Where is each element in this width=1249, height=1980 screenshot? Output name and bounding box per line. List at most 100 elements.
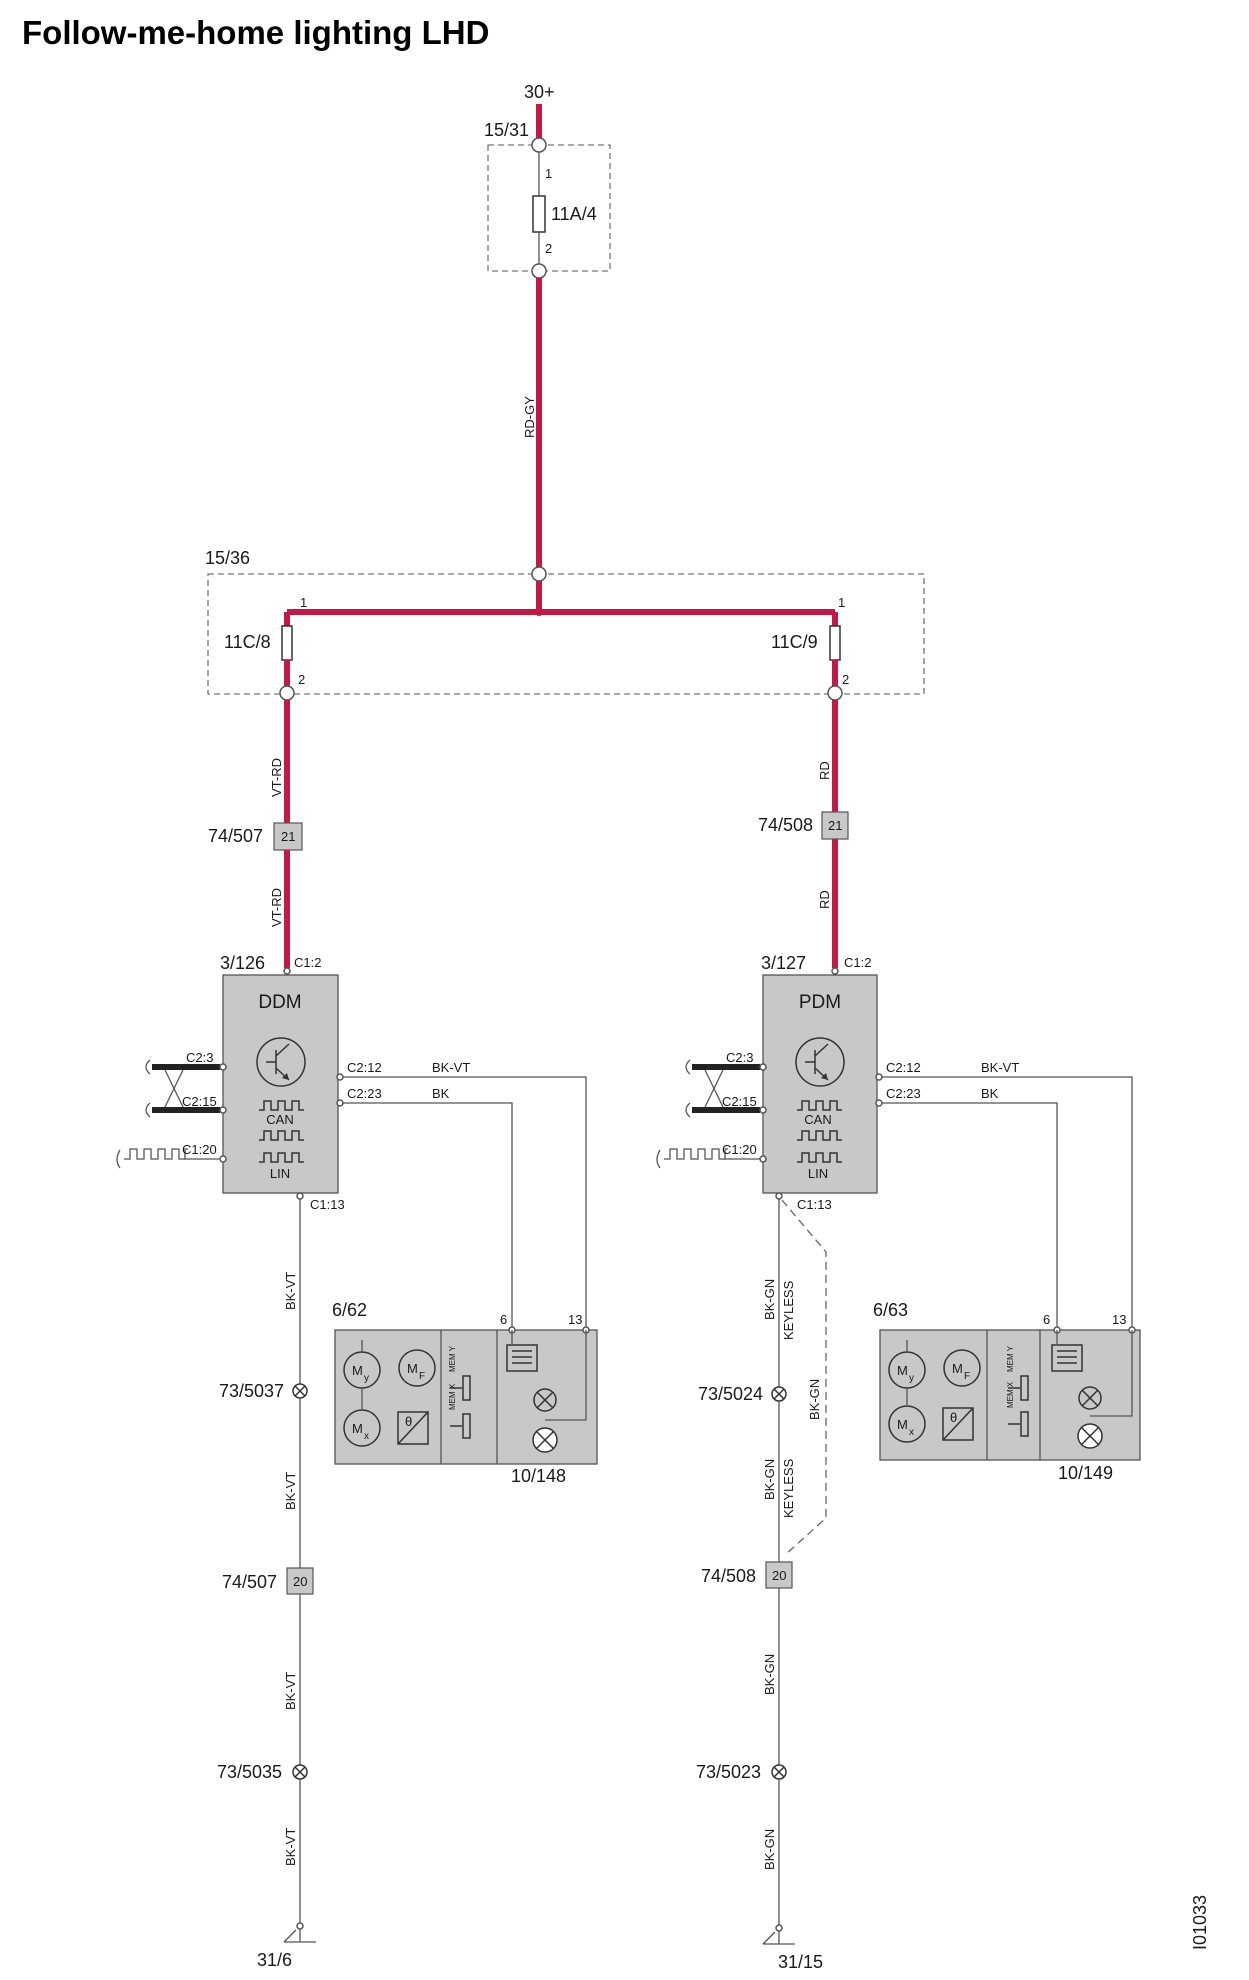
left-wire-lower-label: VT-RD xyxy=(269,888,284,927)
right-module-ref: 3/127 xyxy=(761,953,806,973)
svg-text:M: M xyxy=(952,1361,963,1376)
left-connector-top-label: 74/507 xyxy=(208,826,263,846)
right-mirror-sensor-icon: θ xyxy=(942,1407,974,1441)
right-connector-top-label: 74/508 xyxy=(758,815,813,835)
right-ground-wire-2-label: BK-GN xyxy=(762,1459,777,1500)
left-wire-upper-label: VT-RD xyxy=(269,758,284,797)
left-ground-wire-1-label: BK-VT xyxy=(283,1272,298,1310)
fusebox-branch xyxy=(207,573,925,695)
svg-text:M: M xyxy=(352,1363,363,1378)
ddm-pin-c2-15: C2:15 xyxy=(182,1094,217,1109)
right-ground-label: 31/15 xyxy=(778,1952,823,1972)
pdm-lin-wave-icon xyxy=(797,1152,842,1163)
pdm-pin-r2-node xyxy=(875,1099,883,1107)
pdm-conn-bottom: C1:13 xyxy=(797,1197,832,1212)
left-mirror-heater-icon xyxy=(506,1344,538,1372)
left-ground-wire-3-label: BK-VT xyxy=(283,1672,298,1710)
right-mirror-ref: 6/63 xyxy=(873,1300,908,1320)
left-connector-bottom-label: 74/507 xyxy=(222,1572,277,1592)
ddm-lin-label: LIN xyxy=(270,1166,290,1181)
right-mirror-internal-wire-b xyxy=(1090,1330,1133,1417)
right-mirror-puddle-lamp-icon xyxy=(1077,1423,1103,1449)
page-title: Follow-me-home lighting LHD xyxy=(22,14,490,51)
left-ground-icon xyxy=(283,1922,316,1943)
svg-text:MEM X: MEM X xyxy=(1006,1381,1015,1408)
pdm-can-wave-2-icon xyxy=(797,1130,842,1141)
right-connector-top-pin: 21 xyxy=(828,818,842,833)
ddm-lin-pin xyxy=(116,1148,227,1169)
right-module-conn-top: C1:2 xyxy=(844,955,871,970)
ddm-pin-c1-20: C1:20 xyxy=(182,1142,217,1157)
ddm-pin-r1: C2:12 xyxy=(347,1060,382,1075)
right-connector-top xyxy=(821,811,849,840)
svg-text:x: x xyxy=(364,1431,369,1442)
fuse-main-label: 11A/4 xyxy=(551,204,597,224)
supply-label: 30+ xyxy=(524,82,555,102)
right-mirror-motor-f-icon: M F xyxy=(943,1349,981,1387)
left-splice-1-icon xyxy=(292,1383,308,1399)
fuse-left-symbol xyxy=(281,625,293,661)
ddm-can-label: CAN xyxy=(266,1112,293,1127)
pdm-can-wave-1-icon xyxy=(797,1100,842,1111)
right-mirror-lamp-label: 10/149 xyxy=(1058,1463,1113,1483)
right-mirror-pin-b: 13 xyxy=(1112,1312,1126,1327)
left-ground-wire-2-label: BK-VT xyxy=(283,1472,298,1510)
ddm-can-bus-pins xyxy=(145,1059,227,1118)
fuse-right-pin-out-label: 2 xyxy=(842,672,849,687)
pdm-pin-c2-15: C2:15 xyxy=(722,1094,757,1109)
ddm-lin-wave-icon xyxy=(259,1152,304,1163)
svg-text:θ: θ xyxy=(950,1410,957,1425)
fuse-right-label: 11C/9 xyxy=(771,632,818,652)
ddm-wire-bkvt-label: BK-VT xyxy=(432,1060,470,1075)
fusebox-main-pin-in xyxy=(531,137,547,153)
right-splice-1-label: 73/5024 xyxy=(698,1384,763,1404)
ddm-wire-bkvt xyxy=(343,1076,587,1330)
left-mirror-motor-f-icon: M F xyxy=(398,1349,436,1387)
pdm-module-name: PDM xyxy=(799,992,841,1013)
ddm-can-wave-1-icon xyxy=(259,1100,304,1111)
right-ground-icon xyxy=(762,1924,795,1945)
left-mirror-module xyxy=(334,1329,598,1465)
left-splice-1-label: 73/5037 xyxy=(219,1381,284,1401)
pdm-pin-r1: C2:12 xyxy=(886,1060,921,1075)
left-mirror-puddle-lamp-icon xyxy=(532,1427,558,1453)
right-keyless-2-label: KEYLESS xyxy=(781,1458,796,1518)
fuse-main-pin-in-label: 1 xyxy=(545,166,552,181)
pdm-can-bus-pins xyxy=(685,1059,767,1118)
fusebox-main-label: 15/31 xyxy=(484,120,529,140)
ddm-pin-r1-node xyxy=(336,1073,344,1081)
right-splice-2-label: 73/5023 xyxy=(696,1762,761,1782)
right-ground-wire-1-label: BK-GN xyxy=(762,1279,777,1320)
pdm-pin-bottom xyxy=(775,1192,783,1200)
left-module-conn-top: C1:2 xyxy=(294,955,321,970)
ddm-module xyxy=(222,974,339,1194)
right-splice-2-icon xyxy=(771,1764,787,1780)
pdm-wire-bk xyxy=(882,1102,1058,1330)
ddm-pin-c2-3: C2:3 xyxy=(186,1050,213,1065)
ddm-wire-bk xyxy=(343,1102,513,1330)
right-connector-bottom-pin: 20 xyxy=(772,1568,786,1583)
left-mirror-pin-a: 6 xyxy=(500,1312,507,1327)
pdm-pin-c1-20: C1:20 xyxy=(722,1142,757,1157)
right-ground-wire-3-label: BK-GN xyxy=(762,1654,777,1695)
left-mirror-sensor-icon: θ xyxy=(397,1411,429,1445)
left-connector-bottom xyxy=(286,1567,314,1595)
fusebox-right-pin-out xyxy=(827,685,843,701)
left-connector-top-pin: 21 xyxy=(281,829,295,844)
svg-text:MEM Y: MEM Y xyxy=(448,1345,457,1372)
pdm-can-label: CAN xyxy=(804,1112,831,1127)
right-mirror-mem-y-icon: MEM Y xyxy=(1006,1345,1029,1401)
svg-text:M: M xyxy=(352,1421,363,1436)
left-mirror-lamp-icon xyxy=(533,1388,557,1412)
fuse-left-label: 11C/8 xyxy=(224,632,271,652)
left-mirror-lamp-label: 10/148 xyxy=(511,1466,566,1486)
ddm-can-wave-2-icon xyxy=(259,1130,304,1141)
right-ground-wire-4-label: BK-GN xyxy=(762,1829,777,1870)
svg-text:M: M xyxy=(897,1417,908,1432)
right-mirror-lamp-icon xyxy=(1078,1386,1102,1410)
fuse-left-pin-in-label: 1 xyxy=(300,595,307,610)
svg-text:θ: θ xyxy=(405,1414,412,1429)
right-keyless-dash-wire xyxy=(781,1199,827,1556)
fuse-left-pin-out-label: 2 xyxy=(298,672,305,687)
